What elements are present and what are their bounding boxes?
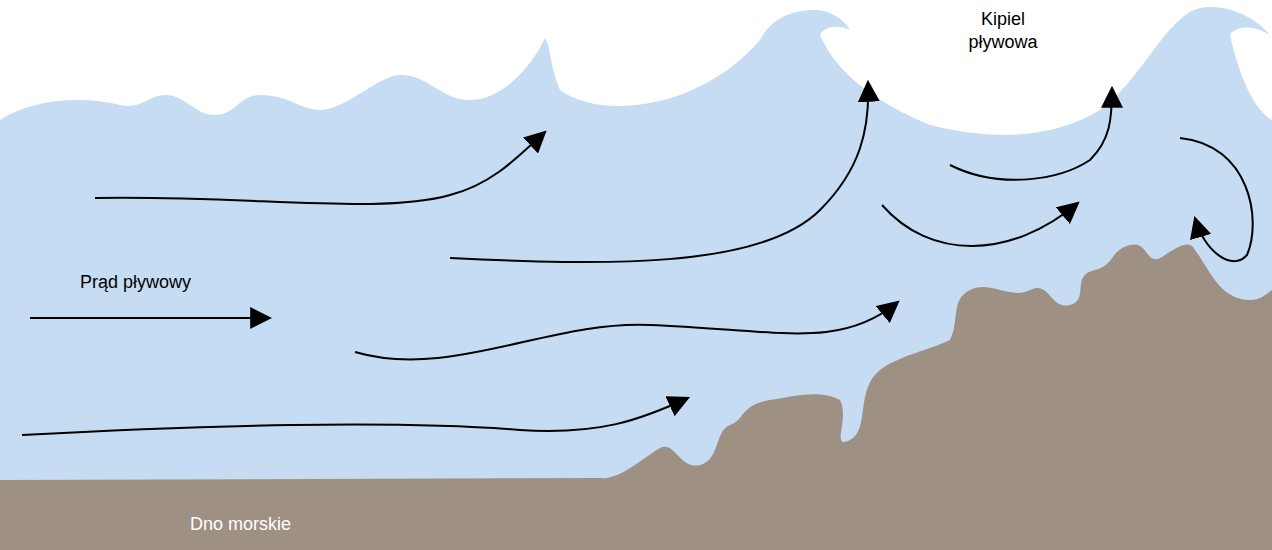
flow-arrow — [355, 302, 898, 359]
water-body — [0, 7, 1272, 550]
flow-arrow — [450, 82, 868, 262]
current-label: Prąd pływowy — [80, 271, 191, 294]
eddy-arrow — [1180, 138, 1253, 261]
seabed-label: Dno morskie — [190, 513, 291, 536]
flow-arrow — [882, 203, 1078, 246]
flow-arrow — [22, 398, 688, 435]
current-arrow — [30, 317, 270, 319]
rip-label: Kipiel pływowa — [955, 8, 1051, 55]
flow-arrow — [950, 88, 1112, 180]
seabed — [0, 244, 1272, 550]
flow-arrow — [95, 132, 545, 204]
